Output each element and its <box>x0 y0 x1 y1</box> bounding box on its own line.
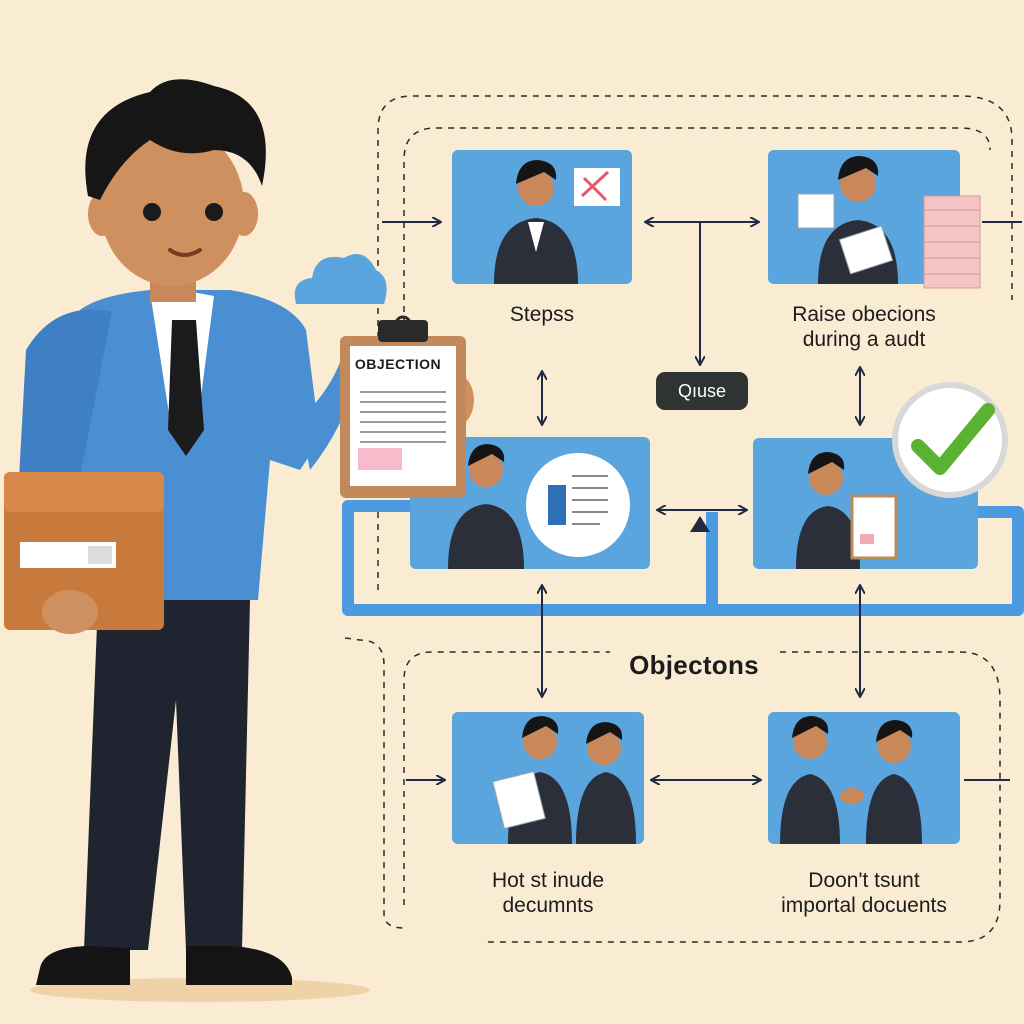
step-5-caption-line: decumnts <box>502 894 594 918</box>
paper-stack-icon <box>923 195 981 289</box>
pivot-triangle-icon <box>690 516 710 532</box>
clipboard-title: OBJECTION <box>354 356 442 372</box>
blue-connector-frame <box>342 500 1024 616</box>
main-character-figure <box>4 79 474 1002</box>
handshake-colleagues-icon <box>780 716 922 844</box>
cross-card-icon <box>574 168 620 206</box>
dashed-frames <box>344 95 1013 943</box>
businessman-with-documents-icon <box>797 156 898 284</box>
step-1-caption-line: Stepss <box>509 303 575 326</box>
step-2-caption: Raise obecions during a audt <box>748 302 980 352</box>
connectors <box>382 222 1022 780</box>
two-colleagues-icon <box>492 716 636 844</box>
step-2-panel <box>768 150 960 284</box>
step-5-caption: Hot st inude decumnts <box>440 868 656 918</box>
businessman-figure-icon <box>494 160 578 284</box>
step-6-caption-line: Doon't tsunt <box>808 869 920 892</box>
step-5-caption-line: Hot st inude <box>491 869 605 892</box>
step-1-caption: Stepss <box>452 302 632 327</box>
step-2-caption-line: Raise obecions <box>792 303 936 326</box>
report-chart-icon <box>526 453 630 557</box>
presenter-figure-icon <box>448 444 524 569</box>
cloud-icon <box>294 254 387 304</box>
step-6-caption-line: importal docuents <box>781 894 947 918</box>
section-heading: Objectons <box>629 650 759 680</box>
checkmark-badge-icon <box>892 382 1008 498</box>
reviewer-with-clipboard-icon <box>796 452 898 569</box>
step-2-caption-line: during a audt <box>802 328 926 352</box>
step-6-caption: Doon't tsunt importal docuents <box>748 868 980 918</box>
panel-figures <box>448 156 922 844</box>
queue-badge: Qıuse <box>656 372 748 410</box>
